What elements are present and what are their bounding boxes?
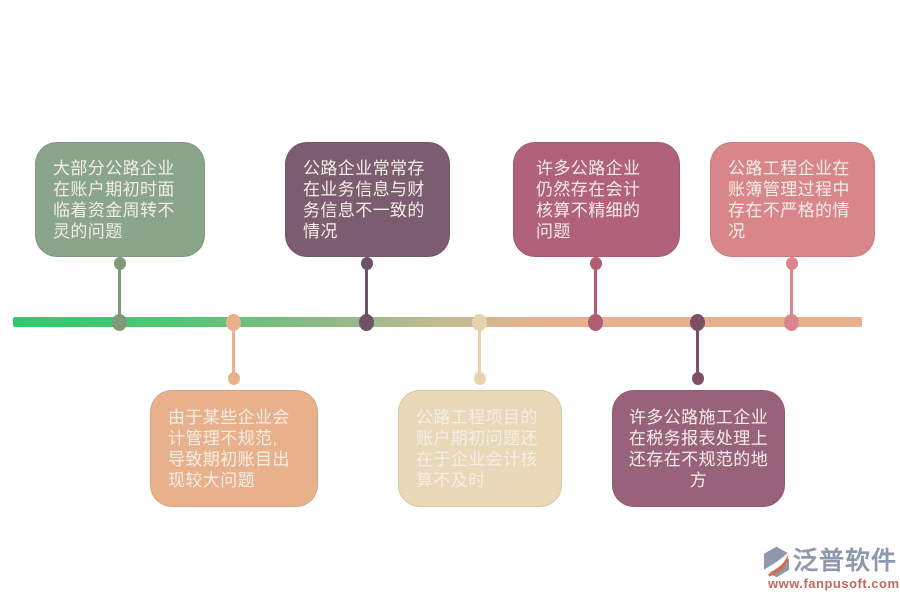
timeline-card-text: 大部分公路企业 在账户期初时面 临着资金周转不 灵的问题 xyxy=(53,158,175,241)
connector-small-dot xyxy=(114,257,126,270)
timeline-card: 大部分公路企业 在账户期初时面 临着资金周转不 灵的问题 xyxy=(35,142,205,257)
timeline-card-text: 公路工程企业在 账簿管理过程中 存在不严格的情 况 xyxy=(728,158,850,241)
timeline-node-dot xyxy=(784,314,799,331)
connector-line xyxy=(118,264,121,322)
timeline-card-text: 许多公路企业 仍然存在会计 核算不精细的 问题 xyxy=(536,158,641,241)
connector-small-dot xyxy=(228,372,240,385)
brand-text: 泛普软件 xyxy=(793,547,898,576)
connector-small-dot xyxy=(361,257,373,270)
connector-line xyxy=(478,322,481,378)
watermark: 泛普软件 xyxy=(763,546,897,578)
timeline-node-dot xyxy=(472,314,487,331)
timeline-node-dot xyxy=(112,314,127,331)
timeline-node-dot xyxy=(359,314,374,331)
timeline-node-dot xyxy=(588,314,603,331)
connector-small-dot xyxy=(590,257,602,270)
timeline-card: 公路工程企业在 账簿管理过程中 存在不严格的情 况 xyxy=(710,142,875,257)
timeline-card: 许多公路企业 仍然存在会计 核算不精细的 问题 xyxy=(513,142,680,257)
timeline-node-dot xyxy=(226,314,241,331)
timeline-card-text: 许多公路施工企业 在税务报表处理上 还存在不规范的地 方 xyxy=(628,407,769,490)
timeline-card: 许多公路施工企业 在税务报表处理上 还存在不规范的地 方 xyxy=(612,390,785,507)
timeline-node-dot xyxy=(690,314,705,331)
timeline-card-text: 由于某些企业会 计管理不规范, 导致期初账目出 现较大问题 xyxy=(168,407,290,490)
timeline-card: 公路工程项目的 账户期初问题还 在于企业会计核 算不及时 xyxy=(398,390,562,507)
connector-small-dot xyxy=(692,372,704,385)
brand-url: www.fanpusoft.com xyxy=(768,576,900,591)
timeline-card-text: 公路企业常常存 在业务信息与财 务信息不一致的 情况 xyxy=(303,158,425,241)
connector-line xyxy=(365,264,368,322)
connector-small-dot xyxy=(786,257,798,270)
connector-line xyxy=(232,322,235,378)
connector-line xyxy=(696,322,699,378)
timeline-card-text: 公路工程项目的 账户期初问题还 在于企业会计核 算不及时 xyxy=(416,407,538,490)
connector-line xyxy=(594,264,597,322)
connector-small-dot xyxy=(474,372,486,385)
connector-line xyxy=(790,264,793,322)
timeline-card: 公路企业常常存 在业务信息与财 务信息不一致的 情况 xyxy=(285,142,450,257)
timeline-card: 由于某些企业会 计管理不规范, 导致期初账目出 现较大问题 xyxy=(150,390,318,507)
fanpu-logo-icon xyxy=(763,546,790,578)
timeline-bar xyxy=(13,317,862,327)
